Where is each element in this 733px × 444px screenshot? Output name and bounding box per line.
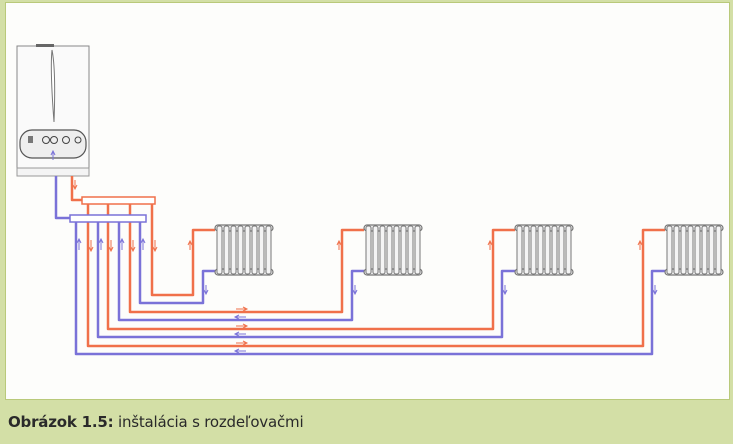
supply-pipe-4: [86, 204, 665, 348]
supply-pipe-1: [150, 204, 215, 297]
boiler-return-pipe: [54, 176, 72, 220]
caption-label: Obrázok 1.5:: [8, 413, 114, 431]
heating-diagram: [16, 44, 724, 356]
supply-pipe-2: [128, 204, 364, 314]
figure-caption: Obrázok 1.5: inštalácia s rozdeľovačmi: [8, 413, 304, 431]
radiator-4: [664, 224, 724, 276]
return-manifold: [69, 214, 147, 223]
radiator-1: [214, 224, 274, 276]
flow-arrow-icons: [50, 149, 658, 354]
return-pipe-2: [117, 222, 364, 322]
boiler: [16, 44, 90, 177]
return-pipe-3: [96, 222, 515, 339]
radiator-2: [363, 224, 423, 276]
supply-pipe-3: [106, 204, 515, 331]
supply-manifold: [81, 196, 156, 205]
return-pipe-1: [138, 222, 215, 305]
return-pipe-4: [74, 222, 665, 356]
caption-text: inštalácia s rozdeľovačmi: [113, 413, 304, 431]
boiler-supply-pipe: [70, 176, 82, 202]
radiator-3: [514, 224, 574, 276]
